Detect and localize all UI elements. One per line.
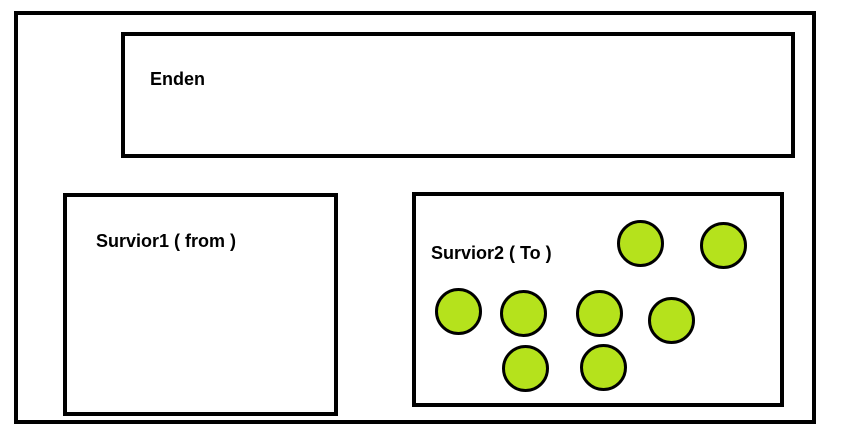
object-circle bbox=[648, 297, 695, 344]
eden-region bbox=[121, 32, 795, 158]
object-circle bbox=[500, 290, 547, 337]
object-circle bbox=[700, 222, 747, 269]
survivor-from-label: Survior1 ( from ) bbox=[96, 231, 237, 251]
object-circle bbox=[580, 344, 627, 391]
object-circle bbox=[502, 345, 549, 392]
eden-label: Enden bbox=[150, 69, 206, 89]
survivor-from-region bbox=[63, 193, 338, 416]
object-circle bbox=[576, 290, 623, 337]
object-circle bbox=[435, 288, 482, 335]
survivor-to-label: Survior2 ( To ) bbox=[431, 243, 552, 263]
object-circle bbox=[617, 220, 664, 267]
